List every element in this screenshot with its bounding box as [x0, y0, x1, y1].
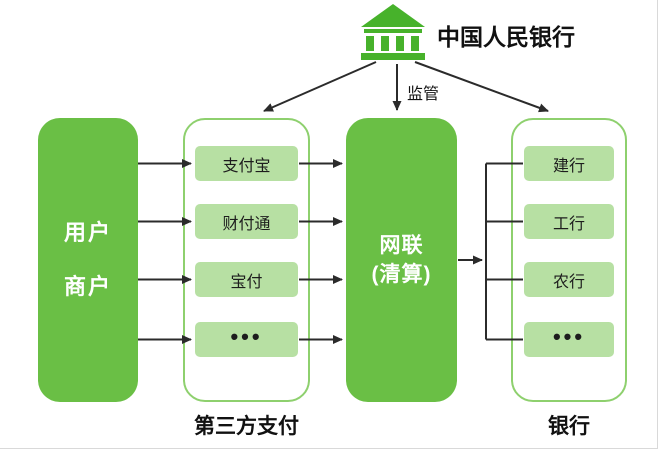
netsunion-clearing-box: 网联 (清算): [346, 118, 457, 402]
third-party-item-baofu: 宝付: [195, 262, 298, 297]
users-merchants-box: 用户 商户: [38, 118, 138, 402]
arrow-cb-to-thirdparty: [263, 61, 377, 112]
third-party-item-tenpay: 财付通: [195, 204, 298, 239]
third-party-item-others: •••: [195, 322, 298, 357]
bank-item-icbc: 工行: [524, 204, 614, 239]
bank-item-others: •••: [524, 322, 614, 357]
bank-building-icon: [361, 4, 425, 60]
banks-caption: 银行: [548, 415, 590, 438]
central-bank-title: 中国人民银行: [437, 24, 575, 50]
bank-item-abc: 农行: [524, 262, 614, 297]
third-party-caption: 第三方支付: [194, 415, 299, 438]
clearing-label: (清算): [371, 263, 432, 286]
merchants-label: 商户: [63, 274, 112, 299]
users-label: 用户: [63, 220, 112, 245]
third-party-item-alipay: 支付宝: [195, 146, 298, 181]
netsunion-label: 网联: [379, 234, 424, 257]
bank-item-ccb: 建行: [524, 146, 614, 181]
supervision-label: 监管: [407, 86, 440, 103]
